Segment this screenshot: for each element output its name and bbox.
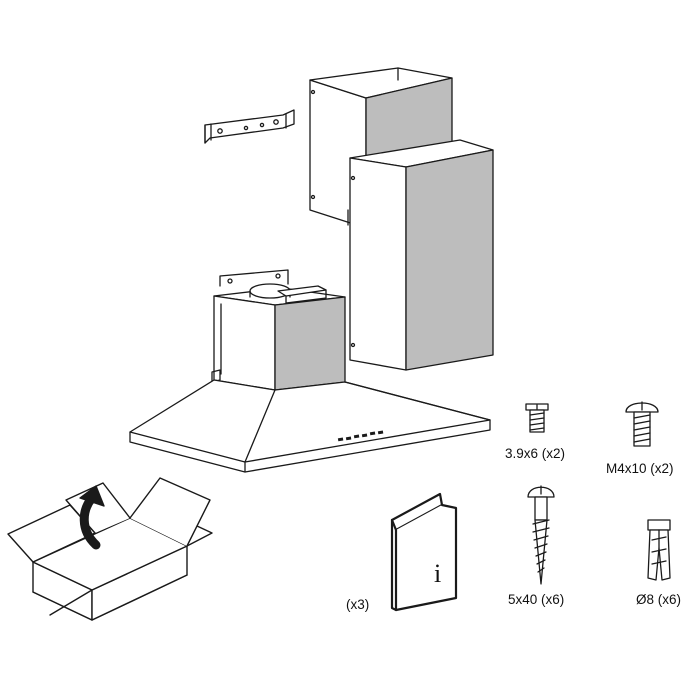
small-screw-label: 3.9x6 (x2) xyxy=(505,446,566,461)
manual-info-letter: i xyxy=(434,559,442,588)
motor-housing xyxy=(211,269,346,391)
hood-canopy xyxy=(129,379,491,473)
machine-screw-label: M4x10 (x2) xyxy=(606,461,674,476)
machine-screw-icon xyxy=(625,401,659,447)
manual-quantity-label: (x3) xyxy=(346,597,370,612)
wall-plug-label: Ø8 (x6) xyxy=(636,592,682,607)
wall-bracket xyxy=(204,109,295,144)
packaging-box xyxy=(7,477,213,621)
lower-chimney xyxy=(349,139,494,371)
manual-booklet-icon xyxy=(390,492,458,612)
wall-plug-icon xyxy=(647,519,671,581)
wood-screw-label: 5x40 (x6) xyxy=(508,592,565,607)
small-screw-icon xyxy=(525,403,549,433)
wood-screw-icon xyxy=(527,485,555,585)
